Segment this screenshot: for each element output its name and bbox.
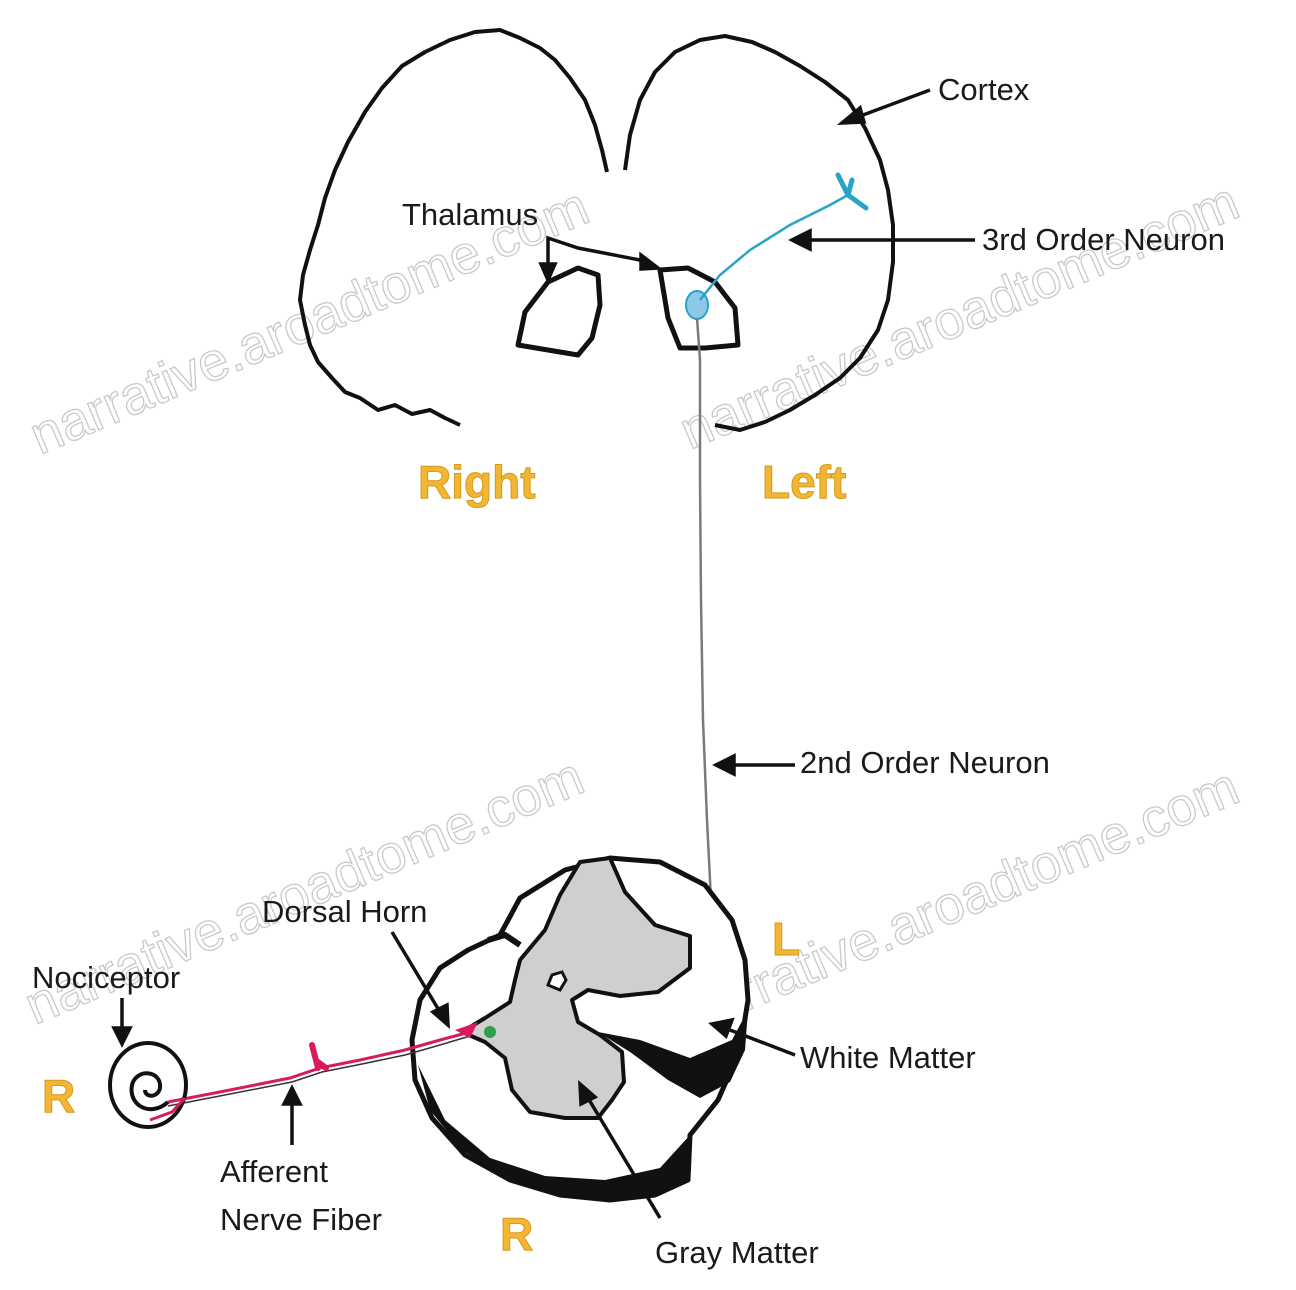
afferent-label-line1: Afferent bbox=[220, 1154, 328, 1189]
gray-matter-label: Gray Matter bbox=[655, 1235, 819, 1270]
nociceptor-label: Nociceptor bbox=[32, 960, 180, 995]
third-order-neuron-label: 3rd Order Neuron bbox=[982, 222, 1225, 257]
nociceptor-coil bbox=[132, 1073, 168, 1109]
nociceptor-arrowhead bbox=[114, 1028, 130, 1044]
watermark-2: narrative.aroadtome.com bbox=[671, 171, 1247, 461]
nociceptor-receptor bbox=[110, 1043, 186, 1127]
nociceptor-outer-ring bbox=[110, 1043, 186, 1127]
second-order-neuron-label: 2nd Order Neuron bbox=[800, 745, 1050, 780]
central-canal bbox=[548, 972, 566, 990]
receptor-right-label: R bbox=[42, 1070, 75, 1122]
cord-right-label: R bbox=[500, 1208, 533, 1260]
third-order-arrowhead bbox=[792, 231, 810, 249]
right-thalamus bbox=[518, 268, 600, 355]
dorsal-horn-label: Dorsal Horn bbox=[262, 894, 427, 929]
white-matter-label: White Matter bbox=[800, 1040, 976, 1075]
dorsal-horn-arrow-line bbox=[392, 932, 440, 1012]
synapse-dot bbox=[484, 1026, 496, 1038]
watermark-4: narrative.aroadtome.com bbox=[671, 756, 1247, 1046]
brain-left-label: Left bbox=[762, 456, 846, 508]
cortex-arrow-line bbox=[855, 90, 930, 118]
second-order-arrowhead bbox=[716, 756, 734, 774]
dorsal-root-ganglion-icon bbox=[312, 1045, 326, 1068]
third-order-axon bbox=[700, 195, 848, 300]
cortical-terminal-icon bbox=[838, 175, 866, 208]
thalamus-label: Thalamus bbox=[402, 197, 538, 232]
afferent-arrowhead bbox=[284, 1088, 300, 1104]
cortex-label: Cortex bbox=[938, 72, 1030, 107]
thalamus-bracket bbox=[548, 238, 650, 268]
afferent-label-line2: Nerve Fiber bbox=[220, 1202, 382, 1237]
brain-right-label: Right bbox=[418, 456, 536, 508]
cord-left-label: L bbox=[772, 913, 800, 965]
thalamus-arrowhead-left bbox=[641, 255, 658, 269]
